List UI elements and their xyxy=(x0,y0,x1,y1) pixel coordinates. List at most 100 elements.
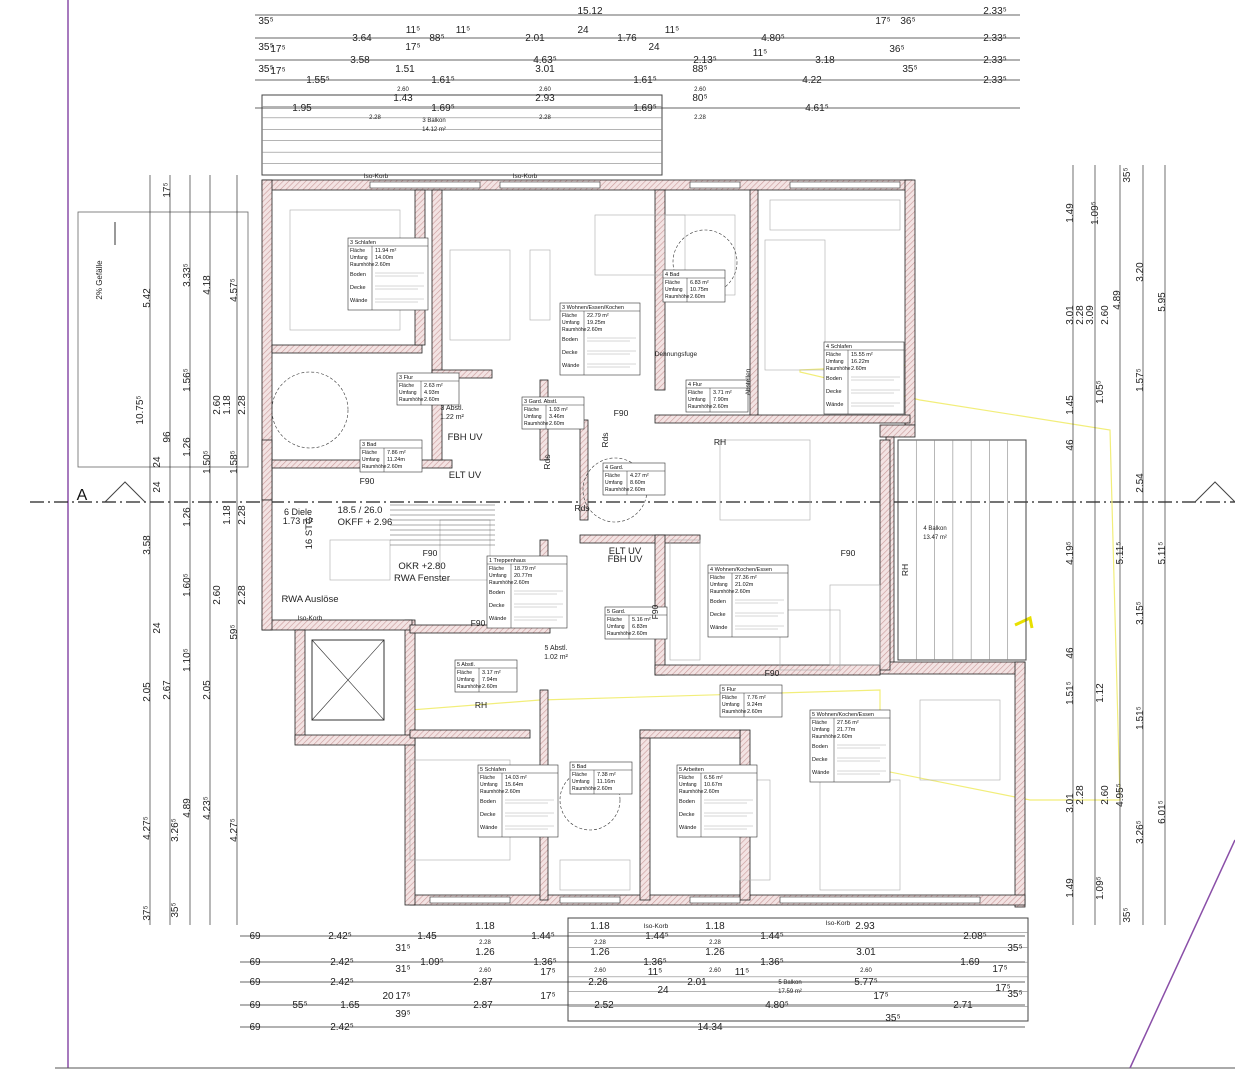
dimension-label: 1.36⁵ xyxy=(643,957,667,968)
dimension-label: 17⁵ xyxy=(995,983,1010,994)
dimension-label: 3.20 xyxy=(1135,262,1146,282)
room-field-label: Fläche xyxy=(362,450,377,456)
dimension-label: 2.08⁵ xyxy=(963,931,987,942)
dimension-label: 1.18 xyxy=(222,505,233,525)
dimension-label: 3.01 xyxy=(856,947,876,958)
room-finish-label: Decke xyxy=(350,285,366,291)
dimension-label: 2.42⁵ xyxy=(330,1022,354,1033)
wall xyxy=(431,189,443,461)
room-field-label: Fläche xyxy=(605,473,620,479)
dimension-label: 35⁵ xyxy=(902,64,917,75)
room-box-border xyxy=(347,237,429,311)
dimension-label: 3.64 xyxy=(352,33,372,44)
room-area: 17.59 m² xyxy=(778,989,802,995)
dimension-label: 11⁵ xyxy=(406,25,421,36)
room-finish-label: Wände xyxy=(710,625,727,631)
room-field-label: Raumhöhe xyxy=(524,421,549,427)
room-name: 3 Balkon xyxy=(422,118,445,124)
dimension-label: 4.61⁵ xyxy=(805,103,829,114)
room-perimeter: 7.94m xyxy=(482,677,498,683)
dimension-label: 80⁵ xyxy=(692,93,707,104)
room-area: 27.56 m² xyxy=(837,720,859,726)
wall xyxy=(639,729,741,739)
dimension-label: 2.33⁵ xyxy=(983,75,1007,86)
room-finish-label: Wände xyxy=(812,770,829,776)
room-perimeter: 10.67m xyxy=(704,782,723,788)
dimension-label: 2.28 xyxy=(479,940,491,946)
dimension-label: 96 xyxy=(162,431,173,443)
dimension-label: 24 xyxy=(152,481,163,493)
room-height: 2.60m xyxy=(597,786,613,792)
wall xyxy=(261,439,273,501)
room-name: 5 Abstl. xyxy=(545,645,568,652)
room-area: 2.63 m² xyxy=(424,383,443,389)
annotation-label: FBH UV xyxy=(448,432,484,443)
room-finish-label: Wände xyxy=(350,298,367,304)
dimension-label: 1.58⁵ xyxy=(229,450,240,474)
room-area: 1.22 m² xyxy=(440,414,464,421)
room-finish-label: Wände xyxy=(480,825,497,831)
room-finish-label: Decke xyxy=(480,812,496,818)
dimension-label: 17⁵ xyxy=(873,991,888,1002)
annotation-label: Iso-Korb xyxy=(298,615,323,622)
dimension-label: 4.89 xyxy=(1112,290,1123,310)
room-area: 27.36 m² xyxy=(735,575,757,581)
furniture-item xyxy=(769,199,901,231)
furniture-item xyxy=(529,249,551,321)
dimension-label: 46 xyxy=(1065,439,1076,451)
room-name: 5 Abstl. xyxy=(457,662,476,668)
dimension-label: 35⁵ xyxy=(1007,989,1022,1000)
dimension-label: 2.28 xyxy=(369,115,381,121)
room-finish-label: Boden xyxy=(710,599,726,605)
room-field-label: Umfang xyxy=(607,624,625,630)
room-height: 2.60m xyxy=(387,464,403,470)
dimension-label: 35⁵ xyxy=(1122,907,1133,922)
annotation-label: RWA Fenster xyxy=(394,573,450,584)
drawing-frame: A2% Gefälle xyxy=(30,0,1235,1069)
room-name: 5 Gard. xyxy=(607,609,626,615)
room-box-border xyxy=(454,659,518,693)
room-field-label: Fläche xyxy=(457,670,472,676)
dimension-label: 2.60 xyxy=(594,968,606,974)
dimension-lines xyxy=(149,14,1166,1028)
dimension-label: 24 xyxy=(152,456,163,468)
dimension-label: 1.05⁵ xyxy=(1095,380,1106,404)
room-field-label: Raumhöhe xyxy=(480,789,505,795)
dimension-label: 2.28 xyxy=(594,940,606,946)
room-perimeter: 11.24m xyxy=(387,457,405,463)
dimension-label: 31⁵ xyxy=(395,943,410,954)
room-name: 3 Wohnen/Essen/Kochen xyxy=(562,305,624,311)
dimension-label: 2.87 xyxy=(473,977,493,988)
window xyxy=(429,896,511,904)
dimension-label: 35⁵ xyxy=(1007,943,1022,954)
room-perimeter: 11.16m xyxy=(597,779,615,785)
dimension-label: 3.33⁵ xyxy=(182,263,193,287)
dimension-label: 17⁵ xyxy=(875,16,890,27)
annotation-label: F90 xyxy=(650,604,660,619)
room-field-label: Umfang xyxy=(399,390,417,396)
dimension-label: 4.80⁵ xyxy=(761,33,785,44)
dimension-label: 2.67 xyxy=(162,680,173,700)
room-name: 4 Wohnen/Kochen/Essen xyxy=(710,567,772,573)
room-area: 1.02 m² xyxy=(544,654,568,661)
room-box-border xyxy=(396,372,460,406)
dimension-label: 1.55⁵ xyxy=(306,75,330,86)
room-height: 2.60m xyxy=(514,580,530,586)
annotation-label: Iso-Korb xyxy=(513,173,538,180)
dimension-label: 3.01 xyxy=(535,64,555,75)
room-perimeter: 7.90m xyxy=(713,397,729,403)
border-line xyxy=(1129,839,1235,1069)
dimension-label: 2.60 xyxy=(709,968,721,974)
furniture-item xyxy=(779,609,841,671)
room-area: 3.17 m² xyxy=(482,670,501,676)
balcony-outline xyxy=(567,917,1029,1022)
dimension-label: 1.36⁵ xyxy=(760,957,784,968)
dimension-label: 88⁵ xyxy=(429,33,444,44)
dimension-label: 36⁵ xyxy=(889,44,904,55)
room-finish-label: Wände xyxy=(489,616,506,622)
dimension-label: 4.89 xyxy=(182,798,193,818)
